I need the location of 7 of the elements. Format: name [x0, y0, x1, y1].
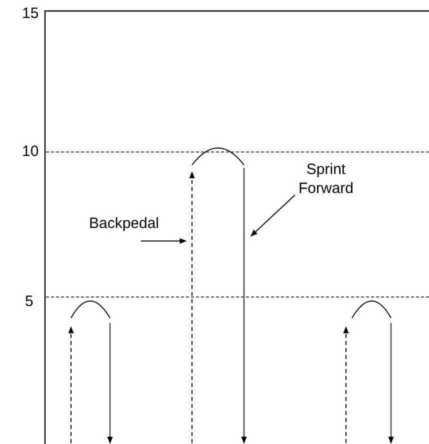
yard-number: 15 — [22, 5, 39, 22]
leader-arrow — [250, 194, 296, 236]
route-label: Backpedal — [78, 214, 170, 233]
yard-number: 5 — [25, 293, 34, 310]
leader-arrow — [140, 238, 187, 244]
route-label: Sprint Forward — [286, 160, 366, 198]
yard-number: 10 — [22, 143, 39, 160]
